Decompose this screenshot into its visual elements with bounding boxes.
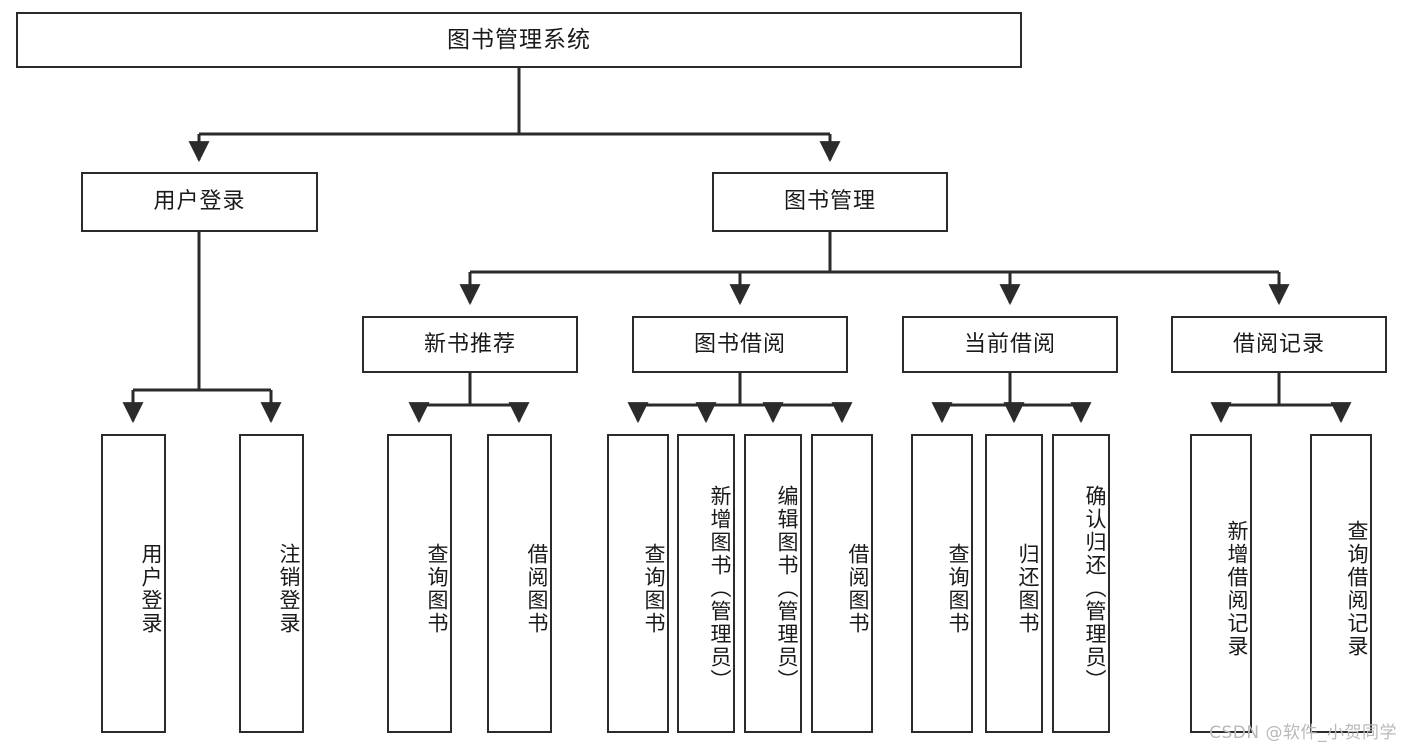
- node-leaf-logout-label: 注销登录: [277, 542, 301, 635]
- node-leaf-user-login-label: 用户登录: [139, 542, 163, 635]
- node-leaf-edit-book-label: 编辑图书（管理员）: [775, 485, 799, 692]
- node-leaf-borrow-book-2[interactable]: 借阅图书: [811, 434, 873, 733]
- node-user-login[interactable]: 用户登录: [81, 172, 318, 232]
- node-leaf-query-book-3[interactable]: 查询图书: [911, 434, 973, 733]
- watermark: CSDN @软件_小贺同学: [1209, 723, 1397, 743]
- node-leaf-add-book-label: 新增图书（管理员）: [708, 485, 732, 692]
- node-leaf-return-book[interactable]: 归还图书: [985, 434, 1043, 733]
- node-leaf-return-book-label: 归还图书: [1016, 542, 1040, 635]
- node-leaf-edit-book[interactable]: 编辑图书（管理员）: [744, 434, 802, 733]
- node-leaf-borrow-book-1[interactable]: 借阅图书: [487, 434, 552, 733]
- node-book-borrow[interactable]: 图书借阅: [632, 316, 848, 373]
- node-current-borrow[interactable]: 当前借阅: [902, 316, 1118, 373]
- node-leaf-query-book-2[interactable]: 查询图书: [607, 434, 669, 733]
- node-book-borrow-label: 图书借阅: [693, 331, 786, 357]
- node-leaf-confirm-return[interactable]: 确认归还（管理员）: [1052, 434, 1110, 733]
- node-leaf-borrow-book-1-label: 借阅图书: [525, 542, 549, 635]
- node-leaf-borrow-book-2-label: 借阅图书: [846, 542, 870, 635]
- node-borrow-record[interactable]: 借阅记录: [1171, 316, 1387, 373]
- node-root[interactable]: 图书管理系统: [16, 12, 1022, 68]
- node-leaf-add-record[interactable]: 新增借阅记录: [1190, 434, 1252, 733]
- node-leaf-query-record[interactable]: 查询借阅记录: [1310, 434, 1372, 733]
- node-leaf-add-book[interactable]: 新增图书（管理员）: [677, 434, 735, 733]
- node-book-manage-label: 图书管理: [783, 189, 876, 215]
- node-leaf-user-login[interactable]: 用户登录: [101, 434, 166, 733]
- node-leaf-query-book-2-label: 查询图书: [642, 542, 666, 635]
- node-leaf-query-book-3-label: 查询图书: [946, 542, 970, 635]
- node-leaf-query-book-1-label: 查询图书: [425, 542, 449, 635]
- node-root-label: 图书管理系统: [447, 26, 591, 53]
- node-leaf-add-record-label: 新增借阅记录: [1225, 519, 1249, 658]
- node-borrow-record-label: 借阅记录: [1232, 331, 1325, 357]
- node-leaf-confirm-return-label: 确认归还（管理员）: [1083, 485, 1107, 692]
- node-leaf-query-book-1[interactable]: 查询图书: [387, 434, 452, 733]
- node-book-manage[interactable]: 图书管理: [712, 172, 948, 232]
- node-new-book-recommend[interactable]: 新书推荐: [362, 316, 578, 373]
- node-leaf-query-record-label: 查询借阅记录: [1345, 519, 1369, 658]
- node-new-book-recommend-label: 新书推荐: [423, 331, 516, 357]
- node-current-borrow-label: 当前借阅: [963, 331, 1056, 357]
- node-user-login-label: 用户登录: [153, 189, 246, 215]
- node-leaf-logout[interactable]: 注销登录: [239, 434, 304, 733]
